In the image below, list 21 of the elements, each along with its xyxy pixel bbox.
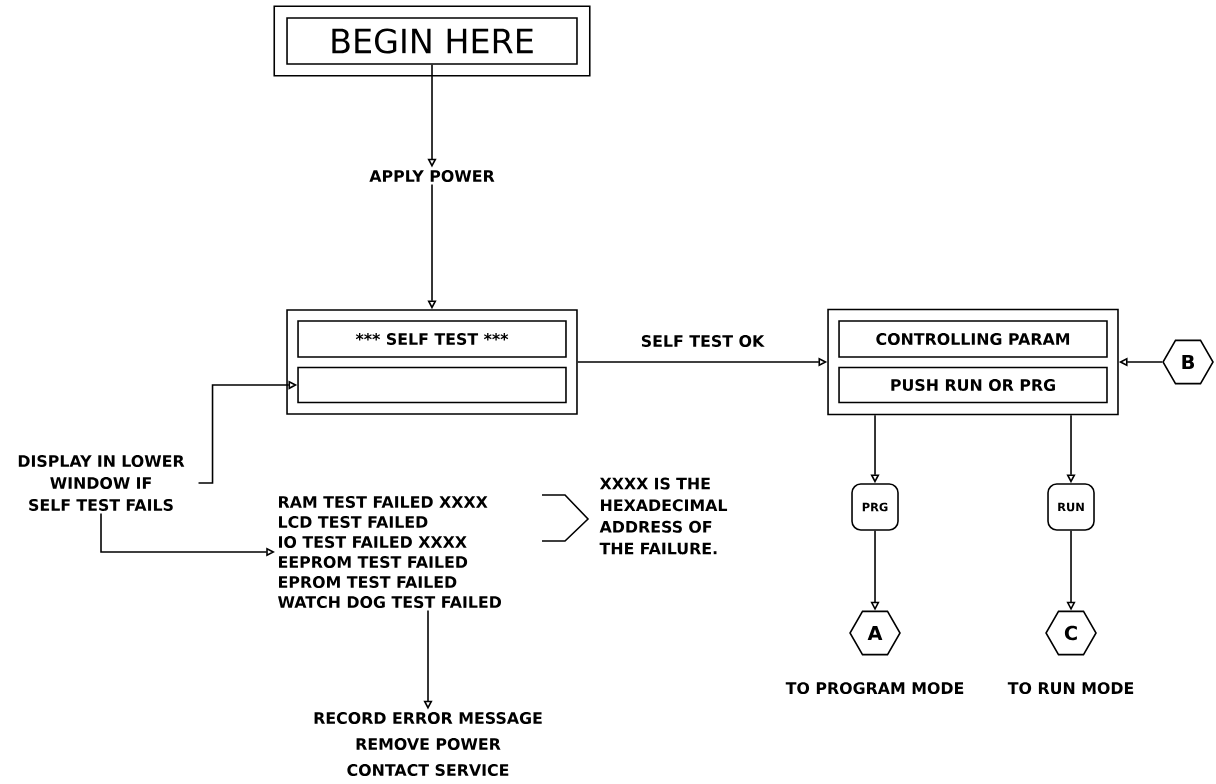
instruction-text: RECORD ERROR MESSAGE REMOVE POWER CONTACT SERVICE bbox=[314, 712, 542, 776]
connector-hexagon: C bbox=[1045, 610, 1097, 656]
edge-label: SELF TEST OK bbox=[639, 333, 767, 349]
instruction-text: XXXX IS THE HEXADECIMAL ADDRESS OF THE FAILURE. bbox=[599, 477, 728, 555]
arrow bbox=[100, 512, 275, 557]
display-window: PUSH RUN OR PRG bbox=[838, 366, 1108, 404]
display-box bbox=[286, 309, 578, 415]
display-window bbox=[297, 366, 567, 404]
caption-text: TO PROGRAM MODE bbox=[785, 682, 964, 695]
display-window: CONTROLLING PARAM bbox=[838, 320, 1108, 358]
display-box bbox=[827, 308, 1119, 416]
instruction-text: DISPLAY IN LOWER WINDOW IF SELF TEST FAILS bbox=[18, 455, 185, 511]
key-box: PRG bbox=[851, 483, 899, 531]
connector-hexagon: A bbox=[849, 610, 901, 656]
title-box: BEGIN HERE bbox=[273, 5, 591, 77]
key-box: RUN bbox=[1047, 483, 1095, 531]
instruction-text: APPLY POWER bbox=[369, 170, 495, 182]
instruction-text: RAM TEST FAILED XXXX LCD TEST FAILED IO TEST FAILED XXXX EEPROM TEST FAILED EPROM TEST FAILED WATCH DOG TEST FAILED bbox=[278, 495, 501, 609]
connector-hexagon: B bbox=[1162, 339, 1214, 385]
caption-text: TO RUN MODE bbox=[1007, 682, 1134, 695]
display-window: *** SELF TEST *** bbox=[297, 320, 567, 358]
